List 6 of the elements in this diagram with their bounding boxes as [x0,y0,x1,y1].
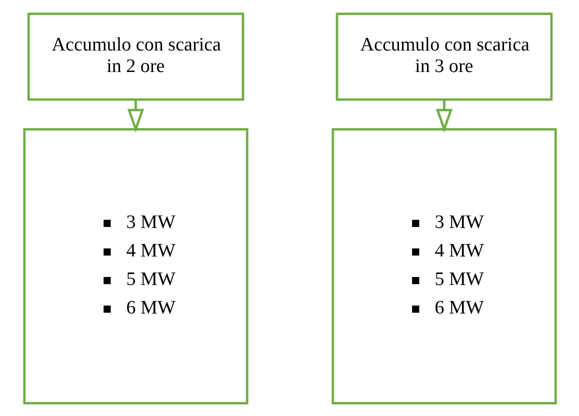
node-box: 3 MW 4 MW 5 MW 6 MW [22,128,248,404]
node-box: Accumulo con scarica in 3 ore [335,12,552,100]
arrow [435,99,452,132]
node-box: 3 MW 4 MW 5 MW 6 MW [331,128,556,404]
node-box: Accumulo con scarica in 2 ore [26,12,244,100]
arrow [126,99,144,132]
